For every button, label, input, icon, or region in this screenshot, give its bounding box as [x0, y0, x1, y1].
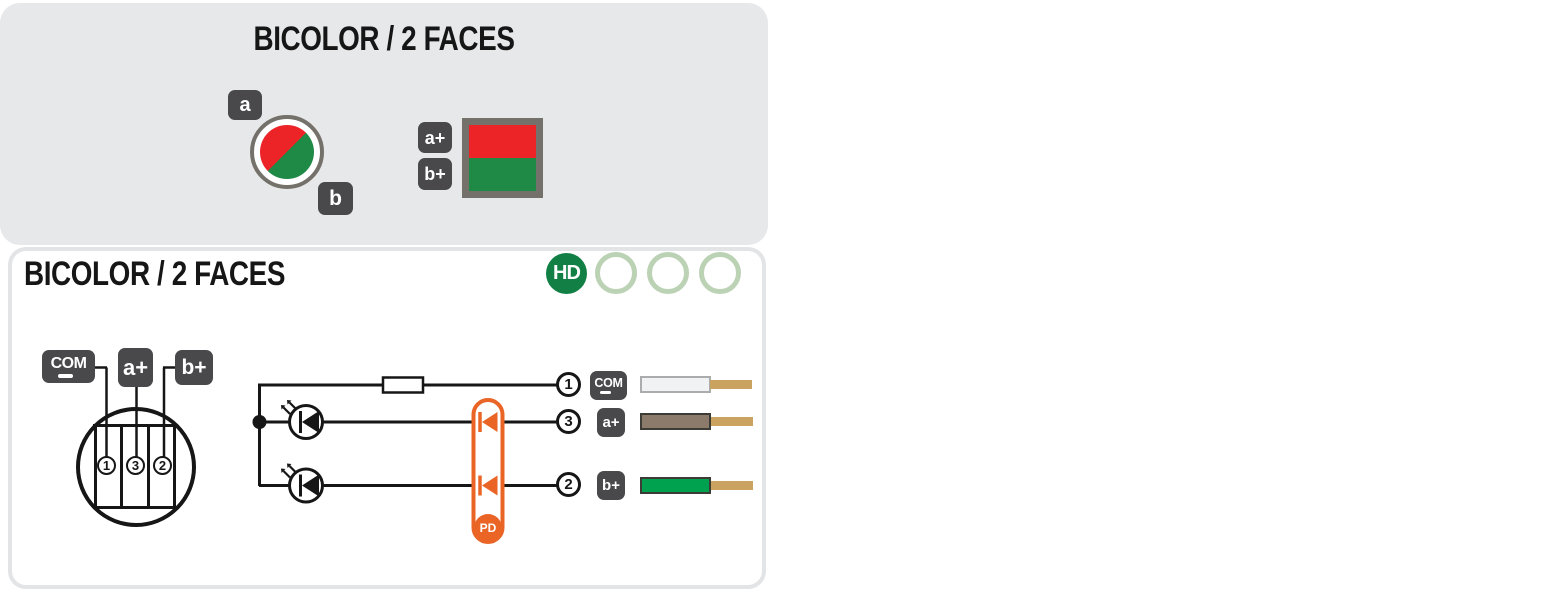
empty-badge	[647, 252, 689, 294]
square-red-half	[469, 125, 536, 158]
connector-label-b: b+	[175, 350, 213, 385]
bicolor-round-indicator-icon	[250, 115, 324, 189]
wire-tip	[711, 481, 753, 490]
output-label-a: a+	[597, 408, 625, 437]
connector-pin-1: 1	[97, 456, 116, 475]
hd-badge: HD	[546, 253, 587, 294]
top-panel	[0, 3, 768, 245]
wire-tip	[711, 417, 753, 426]
output-label-com-text: COM	[594, 375, 623, 390]
output-pin-circle-3: 3	[556, 409, 581, 434]
minus-sign	[58, 373, 73, 378]
connector-pin-3: 3	[126, 456, 145, 475]
square-indicator-label-b: b+	[418, 158, 452, 190]
square-indicator-label-a: a+	[418, 122, 452, 153]
empty-badge	[595, 252, 637, 294]
bottom-panel-title: BICOLOR / 2 FACES	[24, 255, 286, 293]
output-pin-circle-2: 2	[556, 472, 581, 497]
connector-pin-2: 2	[153, 456, 172, 475]
output-label-b: b+	[597, 471, 625, 500]
protection-diodes-badge: PD	[474, 514, 502, 542]
round-indicator-label-b: b	[318, 182, 353, 215]
square-green-half	[469, 158, 536, 191]
output-pin-circle-1: 1	[556, 372, 581, 397]
top-panel-title: BICOLOR / 2 FACES	[253, 20, 515, 58]
wire-white	[640, 376, 711, 393]
minus-sign	[600, 390, 611, 395]
output-label-com: COM	[590, 371, 627, 400]
wire-brown	[640, 413, 711, 430]
wire-tip	[710, 380, 752, 389]
connector-label-a: a+	[118, 348, 153, 387]
bicolor-disc-icon	[260, 125, 314, 179]
empty-badge	[699, 252, 741, 294]
round-indicator-label-a: a	[228, 90, 262, 120]
connector-label-com-text: COM	[50, 354, 87, 372]
wire-green	[640, 477, 711, 494]
bicolor-square-indicator-icon	[462, 118, 543, 198]
connector-label-com: COM	[42, 350, 95, 383]
